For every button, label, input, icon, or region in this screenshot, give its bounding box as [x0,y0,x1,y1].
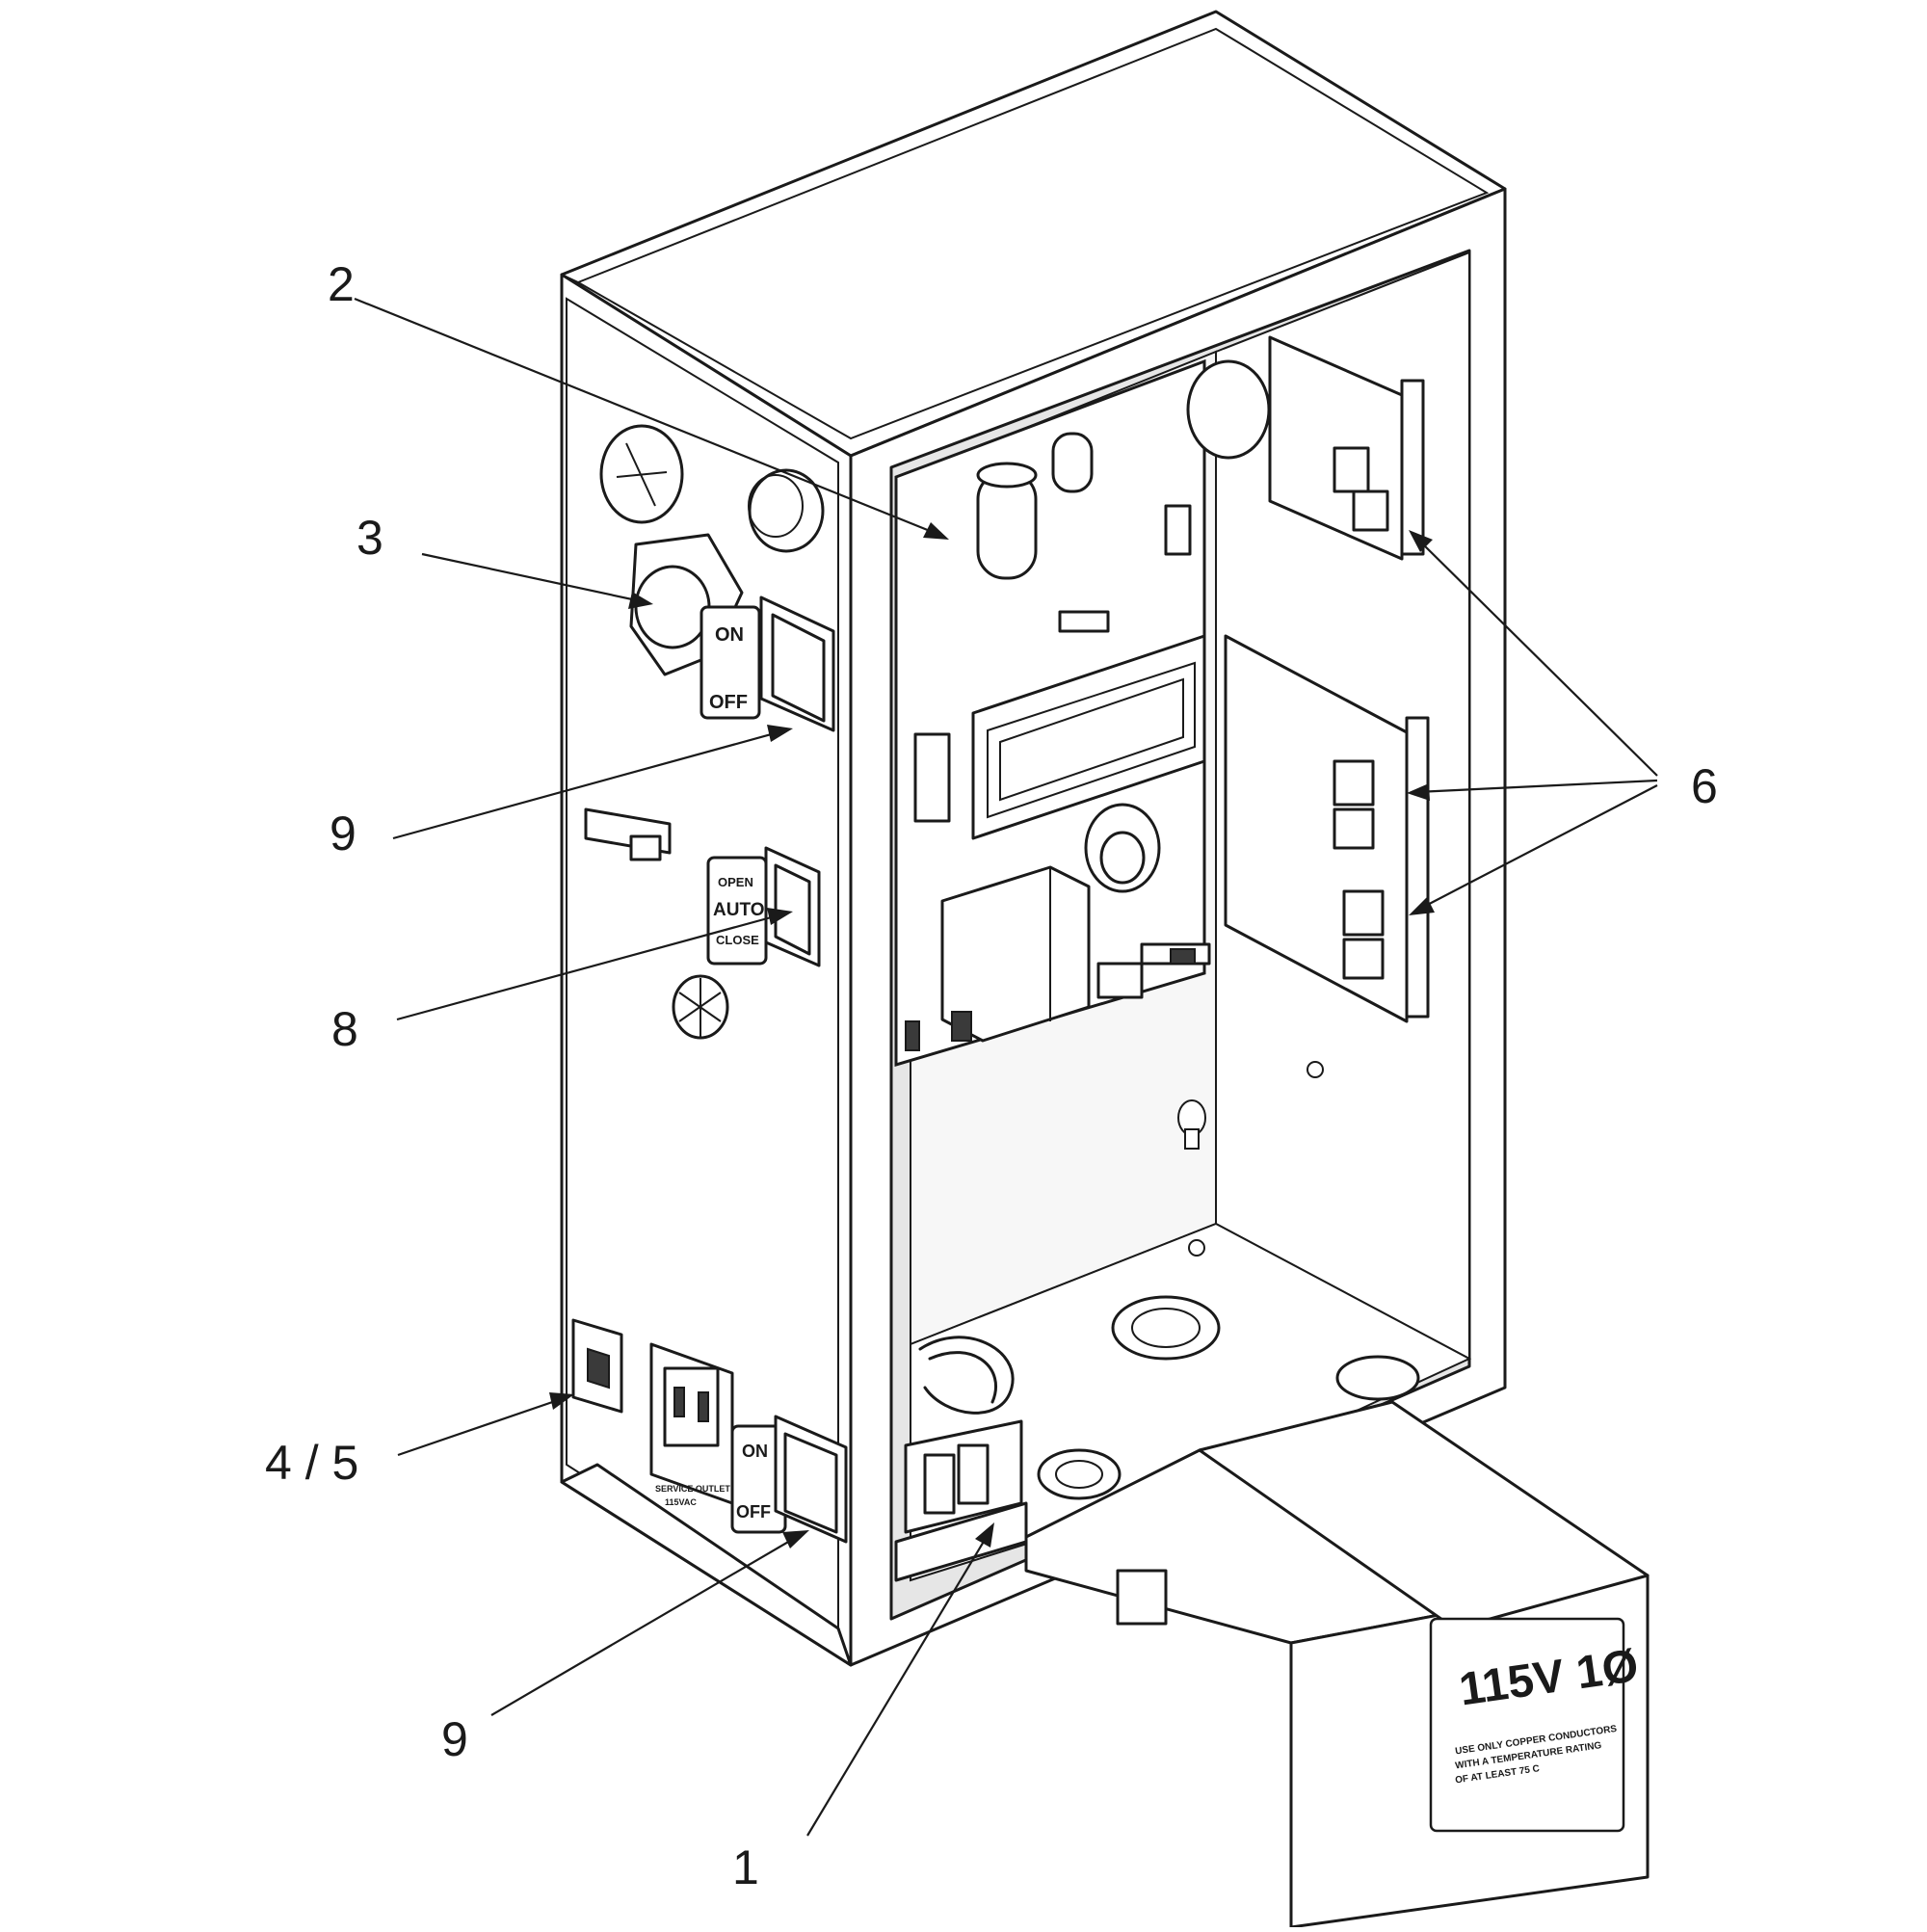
wire-clip-left [584,807,672,861]
arrow-1 [975,1522,994,1548]
arrow-3 [628,592,653,609]
circuit-board [894,358,1211,1068]
arrow-4-5 [549,1392,574,1410]
lower-on-label: ON [742,1442,768,1461]
callout-labels: 2 3 9 8 4 / 5 9 1 6 [265,257,1718,1894]
callout-2: 2 [328,257,355,311]
arrow-9-upper [767,725,793,742]
leader-lines [354,297,1658,1837]
power-on-label: ON [715,624,744,646]
wiring-cover-plate: 115V 1Ø USE ONLY COPPER CONDUCTORS WITH … [1024,1400,1650,1929]
leader-6-b [1415,779,1658,794]
conduit-fitting-upper-left [599,424,684,524]
base-flange [560,1463,853,1667]
terminal-block [894,1336,1028,1582]
leader-3 [421,552,647,604]
power-switch-upper: ON OFF [700,595,835,732]
arrow-2 [923,522,949,540]
arrow-9-lower [782,1530,809,1548]
arrow-6-a [1409,530,1433,552]
knockout-plug [1186,359,1271,460]
mode-open-label: OPEN [718,875,753,889]
mode-close-label: CLOSE [716,933,759,947]
arrow-6-c [1409,897,1435,915]
callout-3: 3 [356,511,383,565]
power-switch-lower: ON OFF [730,1415,848,1544]
callout-9-lower: 9 [441,1712,468,1766]
leader-9-upper [392,728,786,840]
lower-off-label: OFF [736,1502,771,1522]
leader-8 [396,912,786,1021]
callout-4-5: 4 / 5 [265,1436,358,1490]
mode-switch: OPEN AUTO CLOSE [706,846,821,967]
relay-module-upper [1268,335,1425,561]
outlet-label-2: 115VAC [665,1497,697,1507]
arrow-8 [767,908,793,925]
callout-6: 6 [1691,759,1718,813]
callout-9-upper: 9 [330,807,356,860]
leader-6-a [1415,537,1658,777]
conduit-fitting-upper-right [748,468,825,553]
mode-auto-label: AUTO [713,900,764,920]
outlet-label-1: SERVICE OUTLET [655,1484,730,1494]
leader-1 [806,1529,991,1837]
rating-label-plate [1429,1617,1625,1833]
callout-8: 8 [331,1002,358,1056]
side-grommet [672,974,729,1040]
power-off-label: OFF [709,692,748,713]
leader-6-c [1415,784,1658,912]
relay-module-lower [1224,634,1430,1023]
leader-2 [354,297,940,537]
callout-1: 1 [732,1840,759,1894]
leader-4-5 [397,1395,568,1457]
small-toggle-switch [571,1318,623,1414]
arrow-6-b [1407,783,1430,801]
leader-9-lower [490,1533,803,1716]
bottom-grommets [1037,1295,1420,1500]
